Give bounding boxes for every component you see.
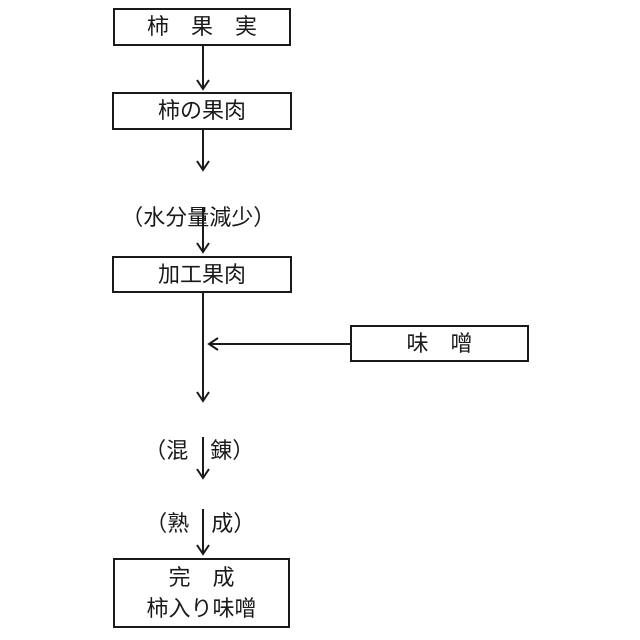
node-finished-subtitle: 柿入り味噌 — [146, 596, 257, 621]
step-aging-label: （熟 成） — [145, 511, 256, 536]
node-processed-flesh-label: 加工果肉 — [157, 261, 246, 287]
node-processed-flesh: 加工果肉 — [112, 256, 292, 293]
node-finished-product: 完 成 柿入り味噌 — [113, 558, 290, 628]
node-miso: 味 噌 — [350, 325, 529, 362]
node-persimmon-flesh-label: 柿の果肉 — [157, 98, 246, 123]
node-miso-label: 味 噌 — [406, 330, 473, 356]
step-dehydration-label: （水分量減少） — [121, 205, 276, 230]
step-kneading-label: （混 錬） — [144, 438, 255, 463]
node-persimmon-flesh: 柿の果肉 — [112, 92, 292, 130]
step-dehydration: （水分量減少） — [86, 176, 286, 260]
step-aging: （熟 成） — [88, 482, 288, 566]
node-persimmon-fruit: 柿 果 実 — [113, 8, 291, 46]
node-persimmon-fruit-label: 柿 果 実 — [146, 14, 257, 39]
node-finished-title: 完 成 — [168, 565, 235, 590]
step-kneading: （混 錬） — [87, 409, 287, 493]
